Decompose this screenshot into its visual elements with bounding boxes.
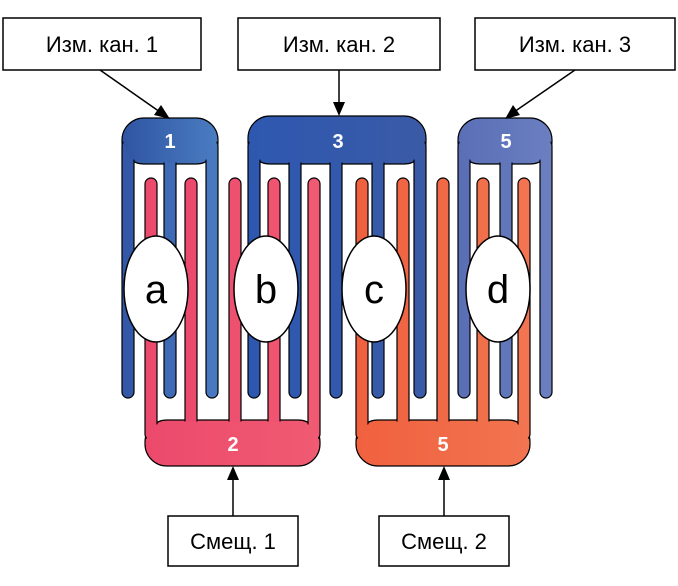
region-a-label: a — [145, 268, 168, 312]
region-c: c — [341, 235, 407, 343]
region-d-label: d — [487, 268, 509, 312]
arrow-meas-2 — [333, 70, 345, 116]
arrow-bias-2 — [438, 466, 450, 516]
label-meas-channel-3: Изм. кан. 3 — [474, 17, 676, 71]
electrode-number-3: 3 — [332, 131, 343, 153]
label-bias-1: Смещ. 1 — [167, 515, 299, 567]
label-meas-channel-2: Изм. кан. 2 — [237, 17, 441, 71]
region-b-label: b — [255, 268, 277, 312]
label-bias-2-text: Смещ. 2 — [401, 529, 487, 554]
region-b: b — [233, 235, 299, 343]
arrow-meas-1 — [99, 69, 170, 119]
label-meas-channel-1: Изм. кан. 1 — [2, 17, 202, 71]
region-c-label: c — [364, 268, 384, 312]
electrode-number-2: 2 — [227, 434, 238, 456]
region-d: d — [465, 235, 531, 343]
label-bias-2: Смещ. 2 — [378, 515, 510, 567]
electrode-number-1: 1 — [164, 131, 175, 153]
label-meas-channel-3-text: Изм. кан. 3 — [519, 32, 631, 57]
label-meas-channel-1-text: Изм. кан. 1 — [46, 32, 158, 57]
region-a: a — [123, 235, 189, 343]
label-bias-1-text: Смещ. 1 — [190, 529, 276, 554]
electrode-number-5-top: 5 — [500, 131, 511, 153]
arrow-meas-3 — [505, 69, 576, 119]
arrow-bias-1 — [227, 466, 239, 516]
label-meas-channel-2-text: Изм. кан. 2 — [283, 32, 395, 57]
electrode-number-5-bottom: 5 — [437, 434, 448, 456]
top-electrode-5 — [457, 117, 553, 399]
